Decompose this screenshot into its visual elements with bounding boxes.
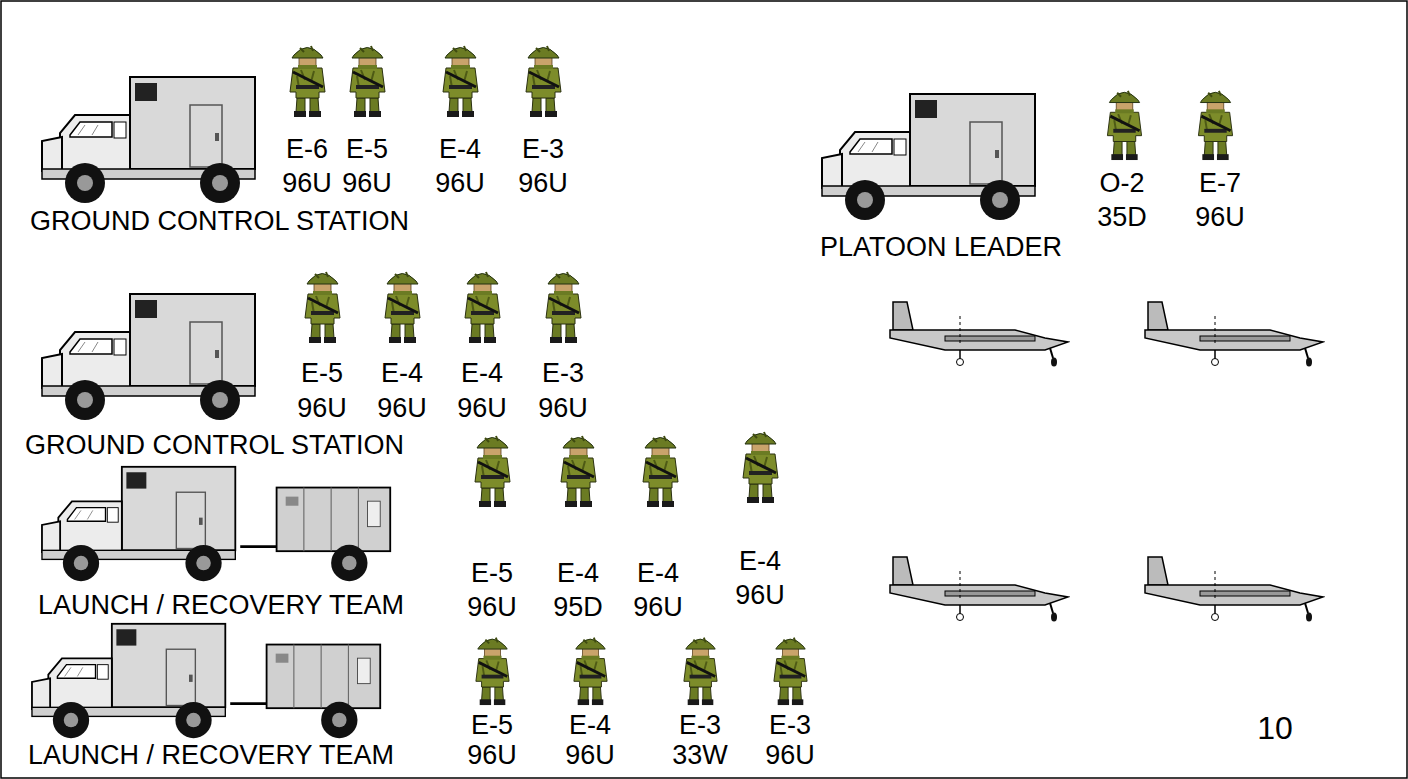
mos-code: 96U (518, 170, 568, 197)
rank-label: E-4 (461, 360, 503, 387)
mos-code: 96U (565, 742, 615, 769)
rank-label: E-4 (637, 560, 679, 587)
mos-code: 96U (538, 395, 588, 422)
mos-code: 33W (672, 742, 728, 769)
rank-label: E-5 (471, 560, 513, 587)
rank-label: E-3 (542, 360, 584, 387)
mos-code: 95D (553, 594, 603, 621)
mos-code: 35D (1097, 204, 1147, 231)
mos-code: 96U (457, 395, 507, 422)
rank-label: E-7 (1199, 170, 1241, 197)
vehicle-label: LAUNCH / RECOVERY TEAM (28, 742, 394, 769)
mos-code: 96U (297, 395, 347, 422)
rank-label: E-4 (569, 712, 611, 739)
vehicle-label: PLATOON LEADER (820, 234, 1062, 261)
rank-label: E-6 (286, 136, 328, 163)
mos-code: 96U (377, 395, 427, 422)
mos-code: 96U (282, 170, 332, 197)
rank-label: E-3 (522, 136, 564, 163)
mos-code: 96U (467, 594, 517, 621)
vehicle-label: LAUNCH / RECOVERY TEAM (38, 592, 404, 619)
page-number: 10 (1257, 712, 1293, 744)
mos-code: 96U (342, 170, 392, 197)
mos-code: 96U (633, 594, 683, 621)
mos-code: 96U (1195, 204, 1245, 231)
rank-label: E-5 (301, 360, 343, 387)
rank-label: E-5 (471, 712, 513, 739)
mos-code: 96U (735, 582, 785, 609)
vehicle-label: GROUND CONTROL STATION (30, 208, 409, 235)
rank-label: O-2 (1099, 170, 1144, 197)
rank-label: E-4 (557, 560, 599, 587)
rank-label: E-3 (679, 712, 721, 739)
vehicle-label: GROUND CONTROL STATION (25, 432, 404, 459)
mos-code: 96U (467, 742, 517, 769)
mos-code: 96U (435, 170, 485, 197)
rank-label: E-3 (769, 712, 811, 739)
rank-label: E-5 (346, 136, 388, 163)
rank-label: E-4 (739, 548, 781, 575)
mos-code: 96U (765, 742, 815, 769)
rank-label: E-4 (439, 136, 481, 163)
rank-label: E-4 (381, 360, 423, 387)
